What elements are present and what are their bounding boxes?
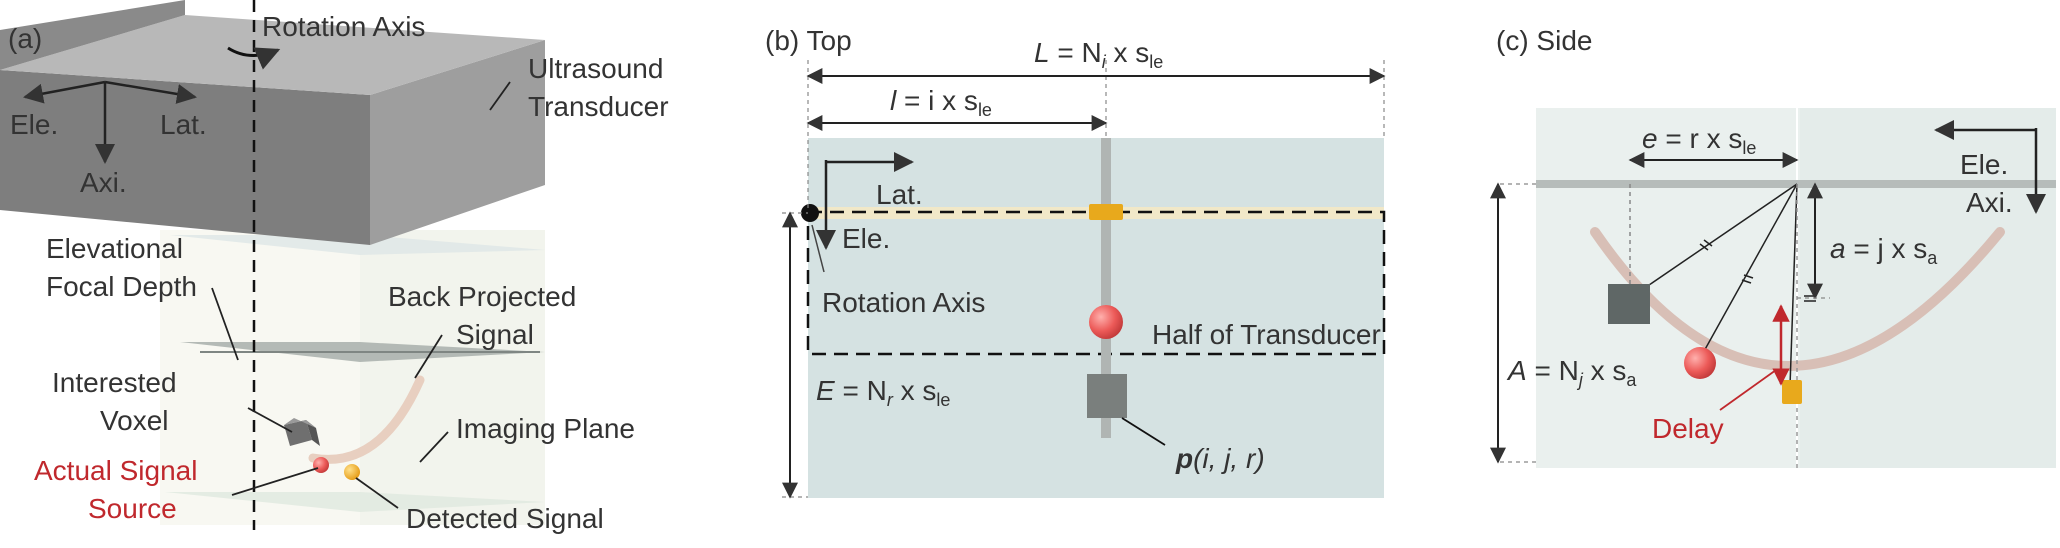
E-equation: E = Nr x sle xyxy=(816,375,950,410)
actual-signal-source-dot xyxy=(313,457,329,473)
half-transducer-label: Half of Transducer xyxy=(1152,319,1381,350)
panel-c-tag: (c) Side xyxy=(1496,25,1592,56)
E-sub-le: le xyxy=(936,390,950,410)
delay-label: Delay xyxy=(1652,413,1724,444)
transducer-label-1: Ultrasound xyxy=(528,53,663,84)
axi-label-c: Axi. xyxy=(1966,187,2013,218)
panel-a: (a) Rotation Axis Ultrasound Transducer … xyxy=(0,0,669,534)
signal-source-ball-c xyxy=(1684,347,1716,379)
A-var: A xyxy=(1506,355,1527,386)
a-var: a xyxy=(1830,233,1846,264)
lat-label-b: Lat. xyxy=(876,179,923,210)
elevational-label-2: Focal Depth xyxy=(46,271,197,302)
detected-signal-label: Detected Signal xyxy=(406,503,604,534)
L-var: L xyxy=(1034,37,1050,68)
interested-voxel-cube xyxy=(284,418,320,446)
transducer-label-2: Transducer xyxy=(528,91,669,122)
A-mid: x s xyxy=(1583,355,1627,386)
L-sub-i: i xyxy=(1102,52,1107,72)
p-label: p(i, j, r) xyxy=(1175,443,1265,474)
l-equation: l = i x sle xyxy=(890,85,992,120)
A-equation: A = Nj x sa xyxy=(1506,355,1637,390)
panel-b-tag: (b) Top xyxy=(765,25,852,56)
p-symbol: p xyxy=(1175,443,1193,474)
signal-source-ball-b xyxy=(1089,305,1123,339)
rotation-axis-label-b: Rotation Axis xyxy=(822,287,985,318)
voxel-square-c xyxy=(1608,284,1650,324)
back-projected-label-2: Signal xyxy=(456,319,534,350)
e-equation: e = r x sle xyxy=(1642,123,1756,158)
L-rhs: = N xyxy=(1050,37,1102,68)
probe-rod xyxy=(1101,138,1111,438)
elevational-label-1: Elevational xyxy=(46,233,183,264)
axi-label-a: Axi. xyxy=(80,167,127,198)
L-equation: L = Ni x sle xyxy=(1034,37,1163,72)
imaging-plane-label: Imaging Plane xyxy=(456,413,635,444)
e-sub-le: le xyxy=(1742,138,1756,158)
rotation-axis-dot xyxy=(801,204,819,222)
l-rhs: = i x s xyxy=(896,85,978,116)
l-sub-le: le xyxy=(978,100,992,120)
ele-label-a: Ele. xyxy=(10,109,58,140)
axis-arrows-a xyxy=(23,80,197,164)
actual-signal-label-2: Source xyxy=(88,493,177,524)
panel-c: (c) Side e = r x sle Ele. Axi. a = j x s… xyxy=(1490,25,2056,470)
l-var: l xyxy=(890,85,897,116)
E-rhs: = N xyxy=(835,375,887,406)
A-rhs: = N xyxy=(1527,355,1579,386)
panel-a-tag: (a) xyxy=(8,23,42,54)
detected-marker-c xyxy=(1782,380,1802,404)
e-rhs: = r x s xyxy=(1658,123,1743,154)
rotation-axis-label: Rotation Axis xyxy=(262,11,425,42)
rotation-arrow xyxy=(227,46,281,70)
ele-label-c: Ele. xyxy=(1960,149,2008,180)
back-projected-curve xyxy=(308,375,425,464)
interested-voxel-label-1: Interested xyxy=(52,367,177,398)
ultrasound-transducer xyxy=(0,70,370,245)
interested-voxel-label-2: Voxel xyxy=(100,405,169,436)
lat-label-a: Lat. xyxy=(160,109,207,140)
voxel-square-b xyxy=(1087,374,1127,418)
L-sub-le: le xyxy=(1149,52,1163,72)
panel-b: (b) Top L = Ni x sle l = i x sle Lat. El… xyxy=(765,25,1386,499)
e-var: e xyxy=(1642,123,1658,154)
A-sub-j: j xyxy=(1576,370,1584,390)
E-var: E xyxy=(816,375,835,406)
ele-label-b: Ele. xyxy=(842,223,890,254)
actual-signal-label-1: Actual Signal xyxy=(34,455,197,486)
p-args: (i, j, r) xyxy=(1193,443,1265,474)
back-projected-label-1: Back Projected xyxy=(388,281,576,312)
A-sub-a: a xyxy=(1626,370,1637,390)
probe-yellow-marker xyxy=(1089,204,1123,220)
L-mid: x s xyxy=(1106,37,1150,68)
a-rhs: = j x s xyxy=(1846,233,1928,264)
E-sub-r: r xyxy=(887,390,894,410)
E-mid: x s xyxy=(893,375,937,406)
a-equation: a = j x sa xyxy=(1830,233,1938,268)
a-sub-a: a xyxy=(1927,248,1938,268)
detected-signal-dot xyxy=(344,464,360,480)
